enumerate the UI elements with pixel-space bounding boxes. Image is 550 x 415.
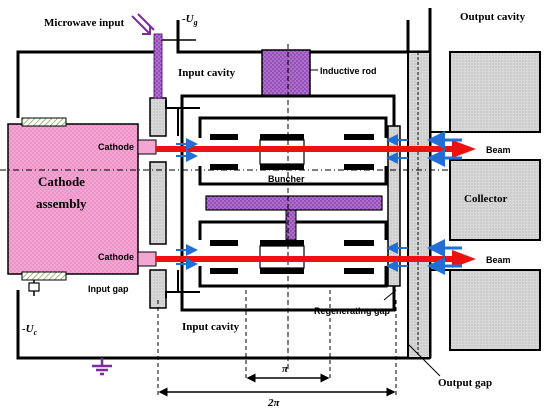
label-input-cavity-top: Input cavity [178,67,236,79]
label-input-cavity-bottom: Input cavity [182,321,240,333]
cathode-insulator-top [21,117,67,127]
label-inductive-rod: Inductive rod [320,66,377,76]
label-microwave-input: Microwave input [44,17,124,29]
collector-blocks [449,51,541,351]
output-cavity-slab [407,51,431,359]
label-ug: -Ug [182,13,198,27]
label-cathode-assembly-line2: assembly [36,196,87,211]
beams [156,140,476,268]
microwave-feed-rod [153,33,163,99]
output-blue-arrows [427,131,462,275]
label-uc: -Uc [22,323,38,337]
collector-block-middle [449,159,541,241]
label-output-cavity: Output cavity [460,11,526,23]
label-cathode-assembly-line1: Cathode [38,174,85,189]
cathode-tip-top [137,139,157,155]
label-cathode-bottom: Cathode [98,252,134,262]
cathode-insulator-bottom [21,271,67,281]
label-cathode-top: Cathode [98,142,134,152]
buncher-stem [285,209,297,241]
blue-arrows [176,134,408,272]
cathode-assembly-block [7,123,139,275]
label-collector: Collector [464,193,507,205]
input-gap-grids [149,97,167,309]
label-beam-top: Beam [486,145,511,155]
cathode-tip-bottom [137,251,157,267]
label-beam-bottom: Beam [486,255,511,265]
label-buncher: Buncher [268,174,305,184]
beam-bottom [156,256,456,262]
uc-terminal-icon [28,282,40,292]
label-regenerating-gap: Regenerating gap [314,306,391,316]
beam-top [156,146,456,152]
microwave-input-arrow-icon [131,13,155,35]
ground-symbol-icon [92,358,112,376]
label-input-gap: Input gap [88,284,129,294]
collector-block-top [449,51,541,133]
drift-tubes [210,134,374,274]
collector-block-bottom [449,269,541,351]
inductive-rod [261,49,311,97]
label-output-gap: Output gap [438,377,492,389]
label-pi: π [282,363,289,375]
label-two-pi: 2π [267,397,281,409]
buncher-plate [205,195,383,211]
